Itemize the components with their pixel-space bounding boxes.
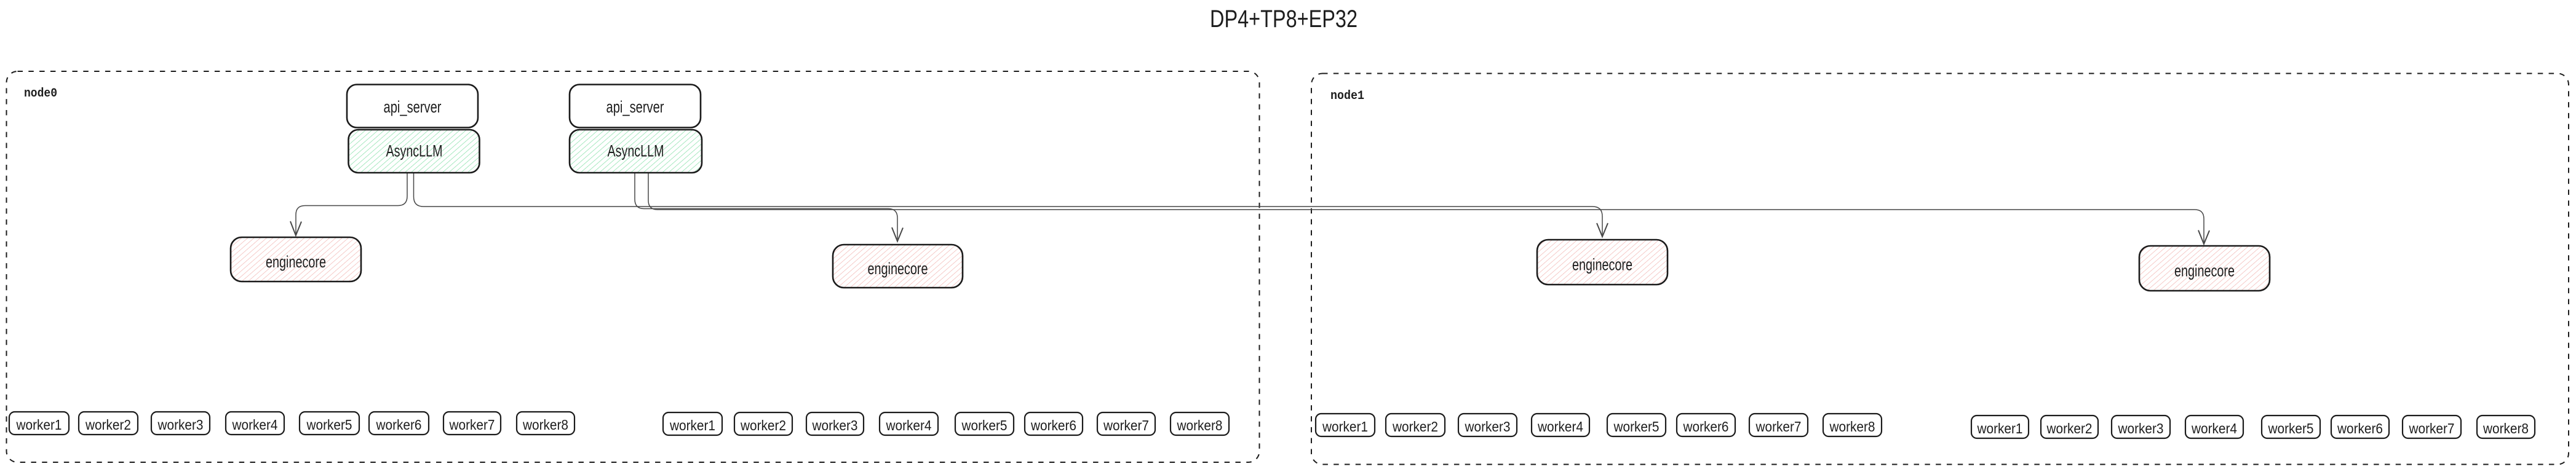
svg-text:enginecore: enginecore <box>2174 262 2235 280</box>
svg-text:worker8: worker8 <box>2483 420 2529 436</box>
svg-text:worker2: worker2 <box>1392 419 1438 435</box>
svg-text:worker5: worker5 <box>961 417 1008 433</box>
svg-text:worker7: worker7 <box>2409 420 2455 436</box>
svg-text:enginecore: enginecore <box>868 259 928 278</box>
svg-text:worker4: worker4 <box>886 417 932 433</box>
svg-text:api_server: api_server <box>606 98 664 116</box>
svg-text:worker7: worker7 <box>449 417 495 433</box>
svg-text:worker1: worker1 <box>1977 420 2023 436</box>
svg-text:worker6: worker6 <box>1030 417 1076 433</box>
svg-text:enginecore: enginecore <box>1572 256 1632 274</box>
svg-text:node0: node0 <box>24 87 57 101</box>
svg-text:worker5: worker5 <box>2268 420 2314 436</box>
svg-text:worker2: worker2 <box>85 417 131 433</box>
svg-text:worker5: worker5 <box>306 417 352 433</box>
svg-text:api_server: api_server <box>384 98 442 116</box>
svg-text:worker7: worker7 <box>1103 417 1149 433</box>
svg-text:worker3: worker3 <box>157 417 204 433</box>
svg-text:worker3: worker3 <box>812 417 858 433</box>
svg-text:worker6: worker6 <box>1683 419 1729 435</box>
svg-text:worker1: worker1 <box>669 417 715 433</box>
svg-text:worker8: worker8 <box>1177 417 1223 433</box>
svg-text:worker8: worker8 <box>1829 419 1875 435</box>
svg-text:worker4: worker4 <box>1537 419 1583 435</box>
svg-text:DP4+TP8+EP32: DP4+TP8+EP32 <box>1210 6 1358 33</box>
svg-text:worker1: worker1 <box>16 417 62 433</box>
svg-text:node1: node1 <box>1330 89 1364 103</box>
svg-text:worker2: worker2 <box>740 417 786 433</box>
svg-text:AsyncLLM: AsyncLLM <box>608 142 664 160</box>
svg-text:worker7: worker7 <box>1755 419 1802 435</box>
svg-text:worker3: worker3 <box>2118 420 2164 436</box>
svg-text:worker2: worker2 <box>2046 420 2093 436</box>
svg-text:worker6: worker6 <box>376 417 422 433</box>
svg-text:enginecore: enginecore <box>266 253 326 271</box>
svg-text:worker5: worker5 <box>1613 419 1660 435</box>
svg-text:worker1: worker1 <box>1322 419 1368 435</box>
svg-text:worker8: worker8 <box>522 417 568 433</box>
svg-text:worker4: worker4 <box>2191 420 2237 436</box>
svg-text:worker3: worker3 <box>1465 419 1511 435</box>
svg-text:worker6: worker6 <box>2337 420 2383 436</box>
svg-text:AsyncLLM: AsyncLLM <box>386 142 443 160</box>
svg-text:worker4: worker4 <box>232 417 278 433</box>
